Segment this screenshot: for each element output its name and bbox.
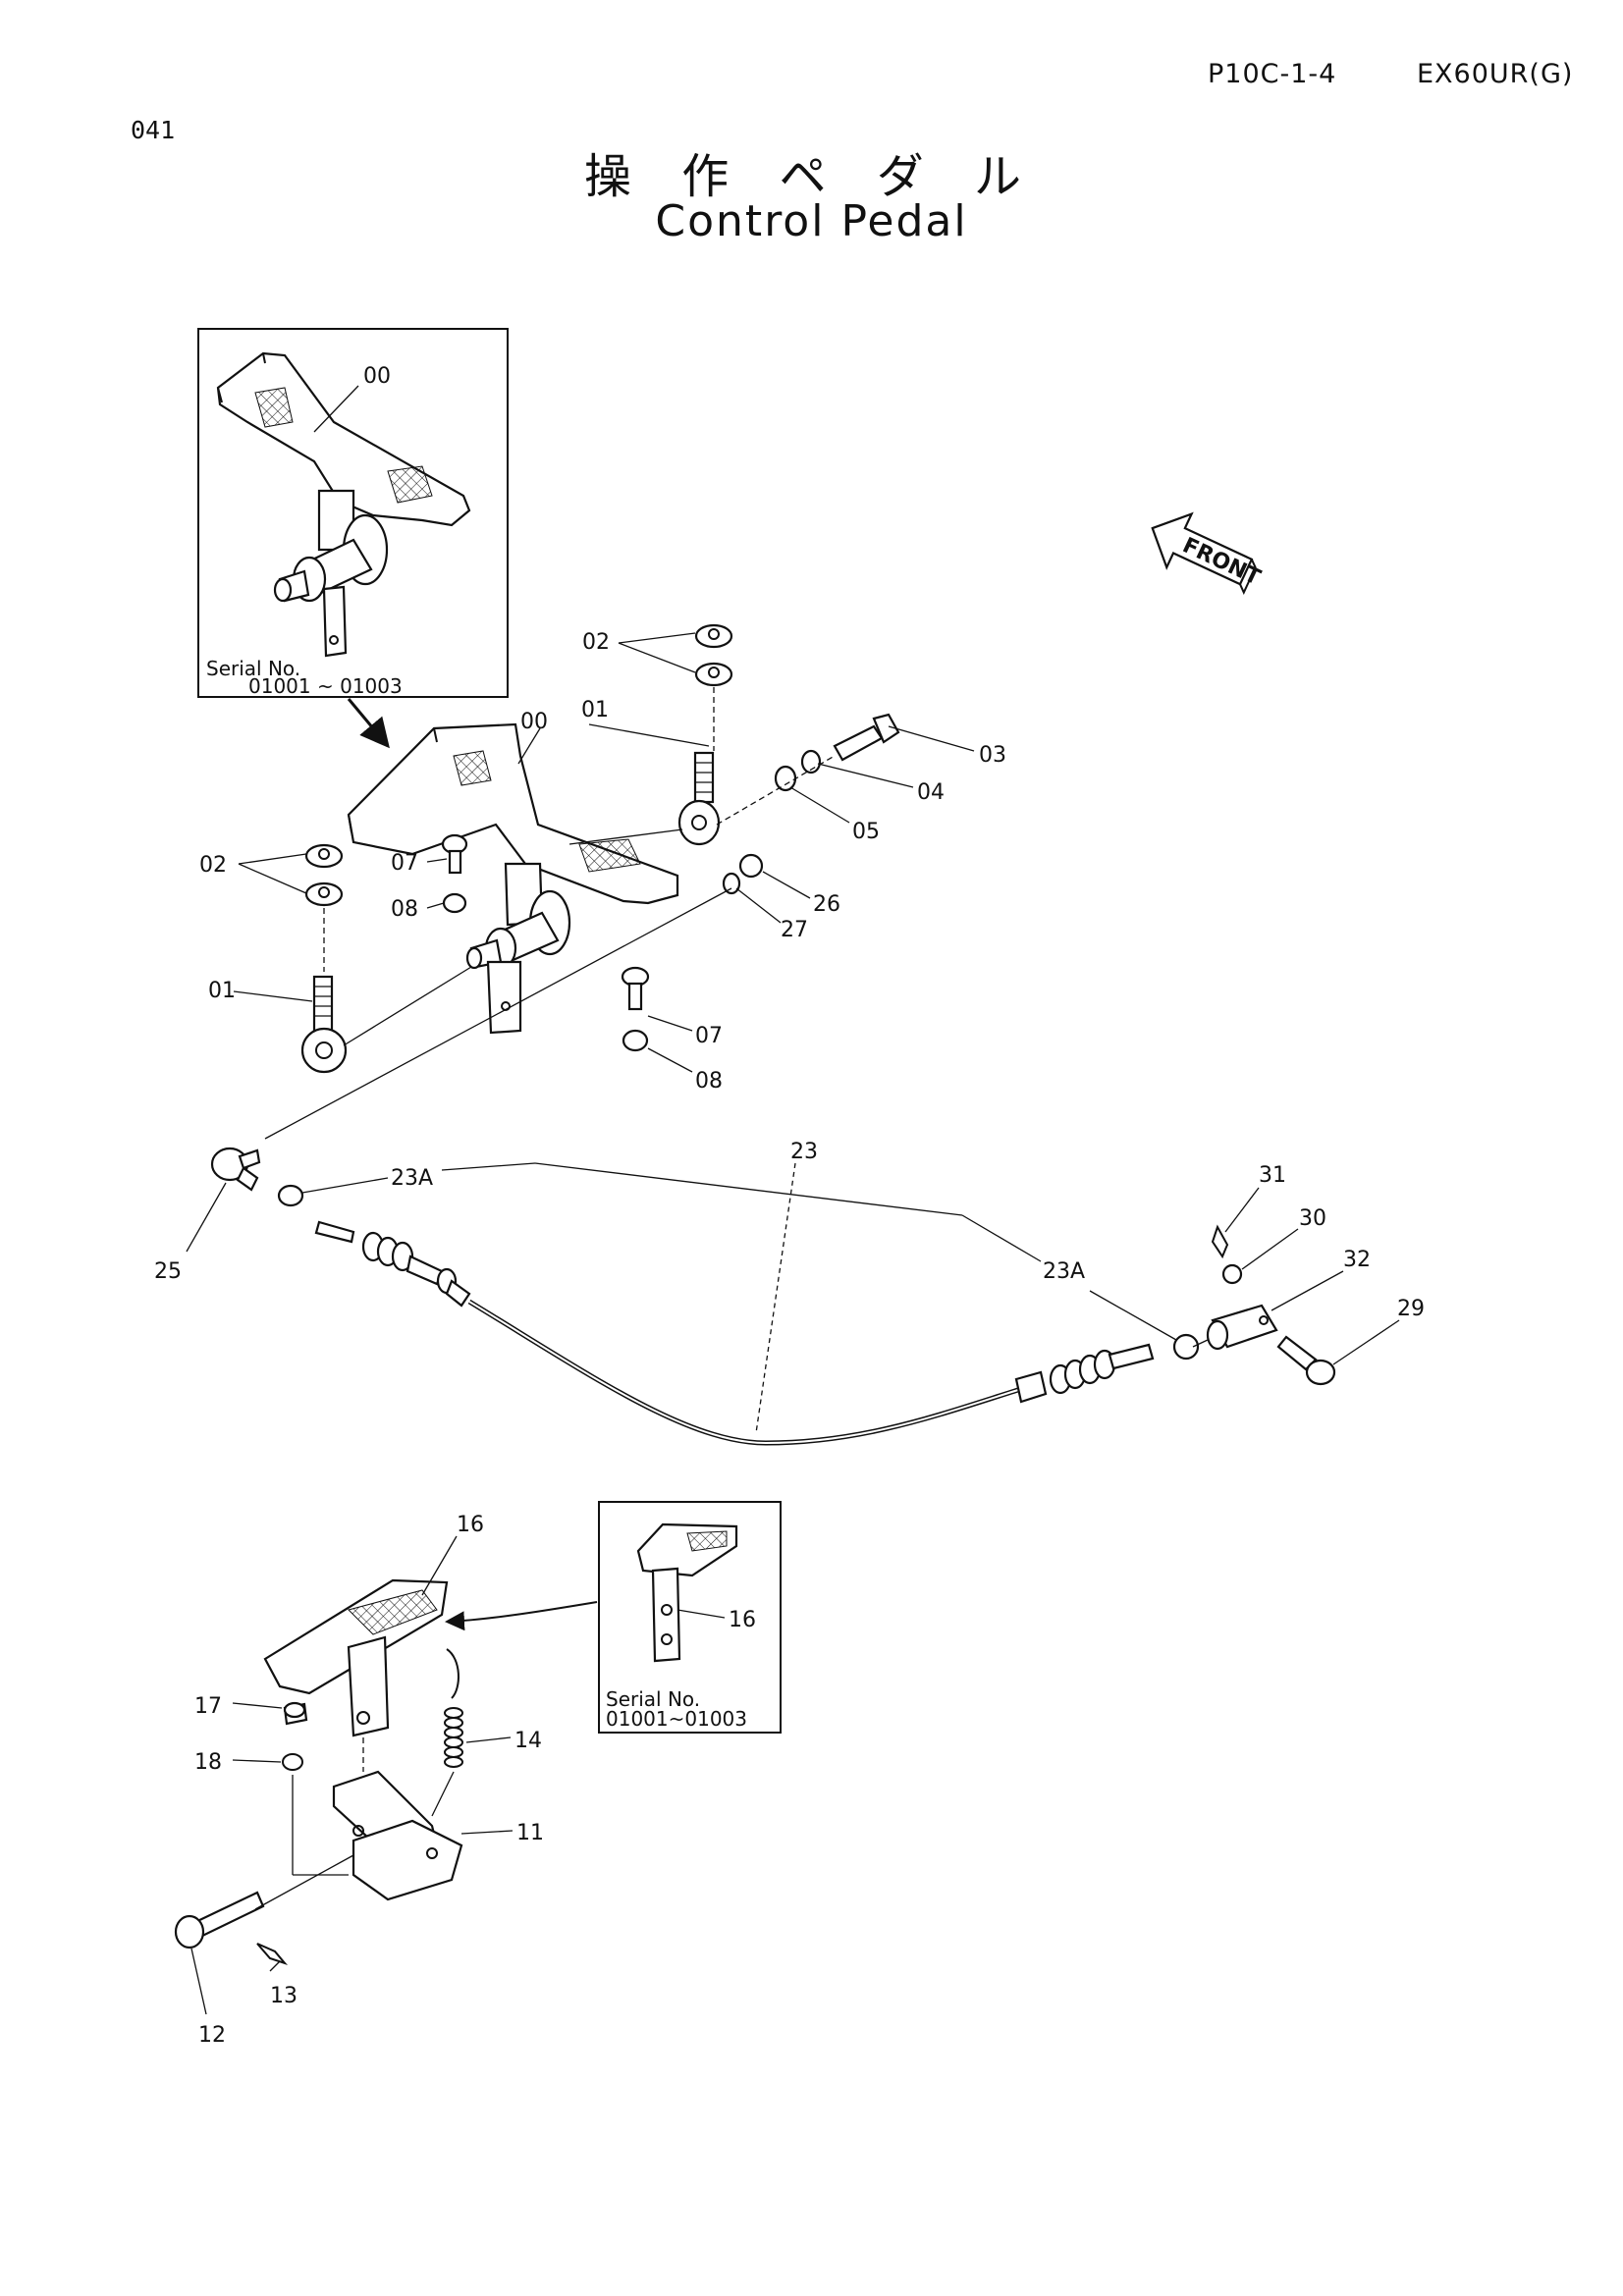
callout-07-upper: 07 [391, 851, 418, 876]
callout-08-lower: 08 [695, 1069, 723, 1094]
callout-08-upper: 08 [391, 897, 418, 922]
rod-end-01-right [677, 751, 721, 846]
callout-05: 05 [852, 820, 880, 844]
lower-pedal-drawing [174, 1578, 463, 1966]
leader-inset-00 [313, 385, 359, 433]
callout-01-left: 01 [208, 979, 236, 1003]
callout-32: 32 [1343, 1248, 1371, 1272]
front-arrow: FRONT [1151, 511, 1264, 595]
callout-07-lower: 07 [695, 1024, 723, 1048]
callout-02-left: 02 [199, 853, 227, 878]
callout-14: 14 [514, 1729, 542, 1753]
cable-23 [210, 1147, 1200, 1446]
model-name: EX60UR(G) [1417, 59, 1574, 89]
bolt-07-upper [441, 833, 468, 875]
callout-23A-left: 23A [391, 1166, 433, 1191]
callout-16: 16 [457, 1513, 484, 1537]
inset-top-serial-range: 01001 ~ 01003 [248, 674, 403, 698]
inset-bottom-arrow [445, 1601, 598, 1631]
nut-23A-right [1172, 1333, 1200, 1361]
washer-04 [800, 749, 822, 774]
nuts-02-left [304, 843, 344, 907]
callout-00-inset: 00 [363, 364, 391, 389]
washer-27 [722, 872, 741, 895]
washer-30 [1221, 1263, 1243, 1285]
inset-top-serial-label: Serial No. [206, 657, 300, 680]
callout-02-right: 02 [582, 630, 610, 655]
spring-14-hook [446, 1648, 460, 1699]
inset-top-arrow [347, 698, 390, 749]
callout-30: 30 [1299, 1206, 1326, 1231]
inset-bottom-frame [598, 1501, 782, 1734]
title-english: Control Pedal [655, 196, 968, 246]
pedal-16-old-drawing [636, 1522, 738, 1663]
bolt-03 [833, 713, 900, 762]
washer-05 [774, 765, 797, 792]
nut-23A-left [277, 1184, 304, 1207]
callout-13: 13 [270, 1984, 298, 2008]
callout-03: 03 [979, 743, 1006, 768]
callout-27: 27 [781, 918, 808, 942]
callout-labels: 00 01 02 03 04 05 02 07 08 26 27 01 07 0… [154, 630, 1425, 2048]
callout-18: 18 [194, 1750, 222, 1775]
callout-00: 00 [520, 710, 548, 734]
inset-top-frame [197, 328, 509, 698]
callout-23A-right: 23A [1043, 1259, 1085, 1284]
leader-lines [186, 632, 1400, 2015]
spring-14 [444, 1707, 463, 1768]
callout-01-right: 01 [581, 698, 609, 722]
cotter-pin-31 [1211, 1224, 1229, 1259]
bolt-07-lower [621, 966, 650, 1011]
callout-31: 31 [1259, 1163, 1286, 1188]
pedal-old-drawing [216, 351, 471, 658]
rod-end-01-left [300, 975, 348, 1074]
callout-17: 17 [194, 1694, 222, 1719]
nut-26 [738, 853, 764, 879]
title-japanese: 操 作 ペ ダ ル [583, 149, 1040, 204]
inset-bottom-serial-range: 01001~01003 [606, 1707, 747, 1731]
inset-bottom-serial-label: Serial No. [606, 1687, 700, 1711]
nut-08-lower [622, 1029, 649, 1052]
clevis-assembly [1192, 1224, 1336, 1386]
inset-top: 00 Serial No. 01001 ~ 01003 [197, 328, 509, 698]
callout-12: 12 [198, 2023, 226, 2048]
callout-11: 11 [516, 1821, 544, 1845]
callout-29: 29 [1397, 1297, 1425, 1321]
page-reference: P10C-1-4 [1208, 59, 1337, 89]
callout-04: 04 [917, 780, 945, 805]
callout-16-inset: 16 [729, 1608, 756, 1632]
callout-23: 23 [790, 1140, 818, 1164]
page-code: 041 [131, 116, 176, 144]
snap-ring-18 [282, 1753, 303, 1771]
callout-26: 26 [813, 892, 840, 917]
cotter-pin-13 [256, 1943, 289, 1966]
callout-25: 25 [154, 1259, 182, 1284]
nuts-02-right [694, 623, 733, 687]
inset-bottom: 16 Serial No. 01001~01003 [598, 1501, 782, 1734]
assembly-lines-upper [264, 687, 836, 1140]
nut-08-upper [442, 892, 467, 914]
main-pedal-drawing [347, 722, 679, 1035]
clevis-32 [1206, 1319, 1229, 1351]
pin-29 [1276, 1335, 1318, 1371]
